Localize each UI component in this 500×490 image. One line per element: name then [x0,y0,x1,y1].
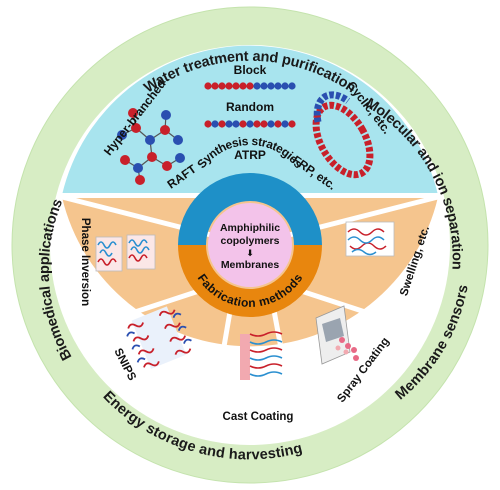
hyperbranched-beads [117,108,185,185]
snips-illustration [126,306,192,369]
random-copolymer-chain [204,120,296,128]
label-phase-inversion: Phase Inversion [79,218,91,306]
center-core [208,203,292,287]
center-line-2: copolymers [221,235,280,247]
swelling-illustration [345,221,395,257]
center-arrow-icon: ⬇ [246,248,254,258]
label-block: Block [234,63,267,77]
center-line-3: Membranes [221,259,280,271]
label-atrp: ATRP [234,148,266,162]
label-random: Random [226,100,274,114]
label-cast-coating: Cast Coating [223,411,294,423]
spray-coating-illustration [315,305,359,365]
center-line-1: Amphiphilic [220,222,280,234]
synthesis-ring-segment [178,173,322,245]
cyclic-polymer-blue-segment [313,91,351,123]
fabrication-ring-segment [178,245,322,317]
block-copolymer-chain [204,82,296,90]
cyclic-polymer-ring [312,101,374,179]
cast-coating-illustration [240,331,283,380]
phase-inversion-illustration [95,234,156,272]
